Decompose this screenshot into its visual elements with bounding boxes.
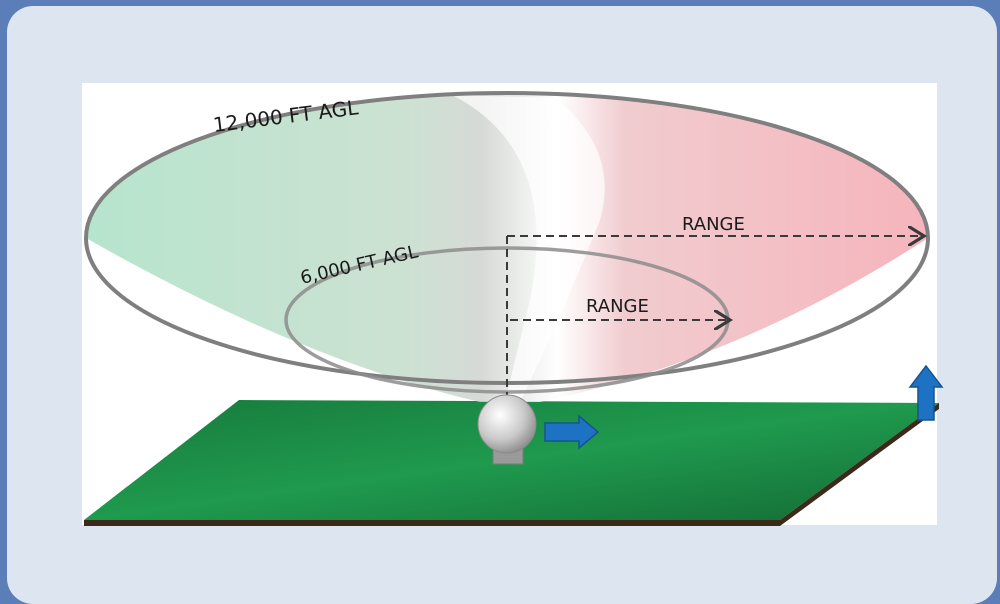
arrow-up-icon — [908, 364, 944, 421]
inner-range-label: RANGE — [586, 296, 649, 317]
outer-range-label: RANGE — [682, 214, 745, 235]
blind-zone — [452, 95, 605, 402]
radar-dome-icon — [477, 394, 537, 465]
arrow-right-icon — [544, 414, 600, 450]
